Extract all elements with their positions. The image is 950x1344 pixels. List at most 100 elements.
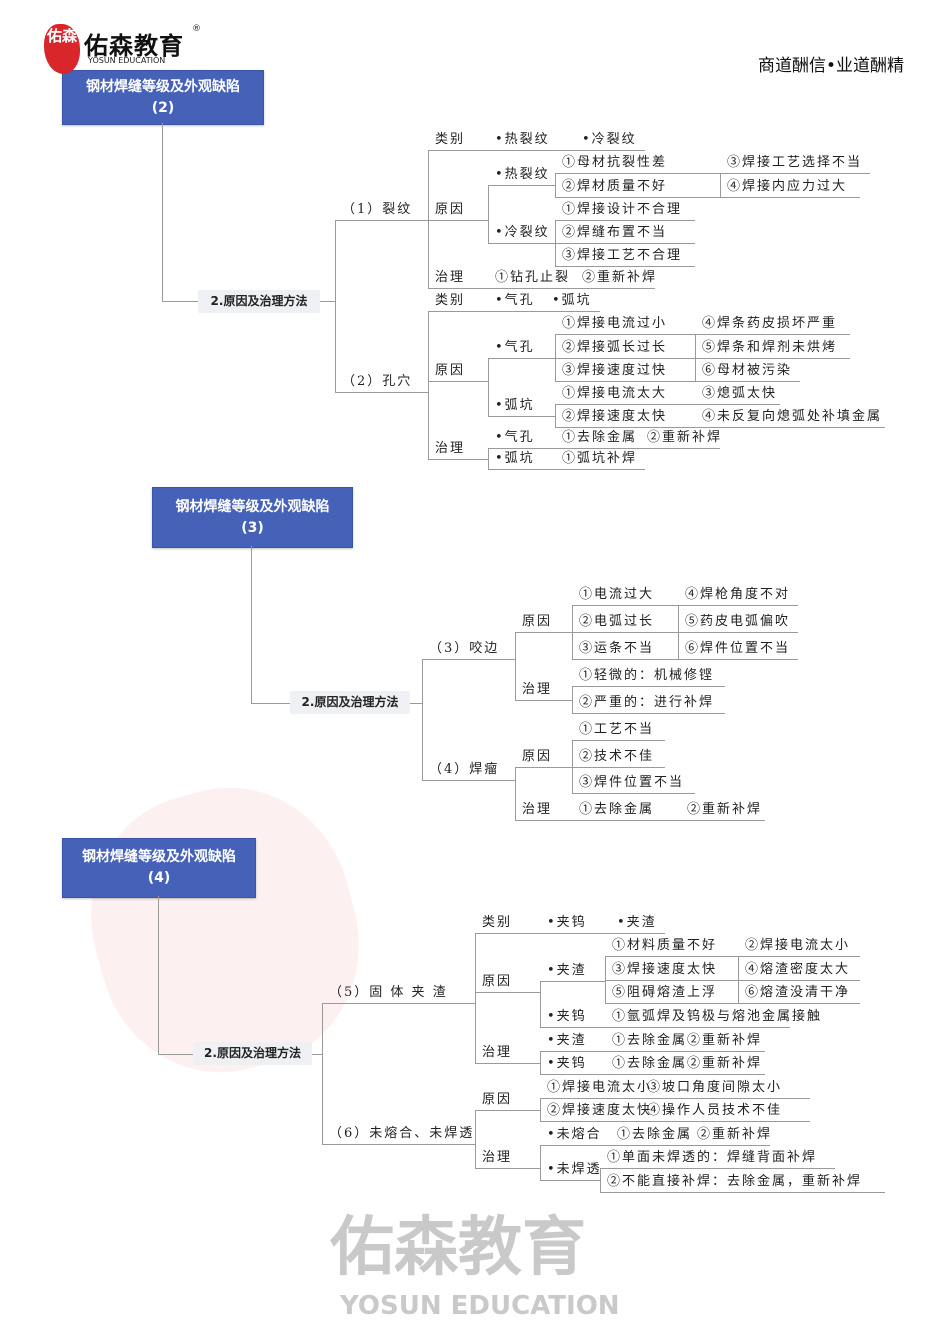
connector-line [475,1110,476,1168]
connector-line [428,311,429,459]
mindmap-node: 治理 [475,1043,540,1064]
mindmap-node: •夹钨 [540,1054,605,1075]
mindmap-node: ①氩弧焊及钨极与熔池金属接触 [605,1007,820,1028]
mindmap-node: ④焊枪角度不对 [678,585,798,606]
mindmap-node: ①去除金属 [605,1031,685,1052]
mindmap-node: 类别 [475,913,540,934]
connector-line [540,1051,541,1074]
mindmap-node: 治理 [515,680,572,701]
connector-line [488,448,489,469]
mindmap-node: •气孔 [488,291,545,312]
connector-line [540,981,541,1027]
mindmap-node: ②焊缝布置不当 [555,223,695,244]
connector-line [162,123,163,301]
mindmap-node: ③焊件位置不当 [572,773,695,794]
mindmap-node: ②技术不佳 [572,747,665,768]
mindmap-node: ①焊接电流太大 [555,384,695,405]
connector-line [515,767,516,820]
connector-line [422,659,423,780]
connector-line [428,150,429,288]
mindmap-node: ③焊接速度过快 [555,361,695,382]
mindmap-node: •热裂纹 [488,165,555,186]
mindmap-node: （2）孔穴 [335,372,428,393]
mindmap-node: ②焊接速度太快 [555,407,695,428]
connector-line [600,1168,601,1192]
connector-line [410,703,422,704]
mindmap-node: 类别 [428,291,488,312]
connector-line [158,1054,193,1055]
mindmap-node: ⑥母材被污染 [695,361,800,382]
mindmap-node: •未焊透 [540,1160,600,1181]
mindmap-node: ③焊接速度太快 [605,960,738,981]
mindmap-node: ①去除金属 [555,428,640,449]
mindmap-node: ②重新补焊 [690,1125,770,1146]
connector-line [738,956,739,1003]
mindmap-node: ③坡口角度间隙太小 [640,1078,810,1099]
mindmap-node: ②焊接弧长过长 [555,338,695,359]
mindmap-node: •热裂纹 [488,130,575,151]
mindmap-node: •气孔 [488,338,555,359]
mindmap-node: 原因 [515,612,572,633]
mindmap-node: •夹渣 [610,913,665,934]
mindmap-node: ④焊条药皮损坏严重 [695,314,850,335]
connector-line [488,358,489,416]
mindmap-node: •未熔合 [540,1125,610,1146]
mindmap-node: •气孔 [488,428,555,449]
title-text: 钢材焊缝等级及外观缺陷 [86,78,240,95]
registered-icon: ® [192,24,201,34]
mindmap-node: ④熔渣密度太大 [738,960,860,981]
mindmap-node: ①钻孔止裂 [488,268,575,289]
mindmap-node: •夹钨 [540,913,610,934]
mindmap-node: •夹渣 [540,961,605,982]
mindmap-node: ③焊接工艺不合理 [555,246,695,267]
connector-line [312,1054,322,1055]
mindmap-node: ①材料质量不好 [605,936,738,957]
connector-line [605,956,606,1003]
mindmap-node: ①焊接电流过小 [555,314,695,335]
title-text: 钢材焊缝等级及外观缺陷 [175,498,330,515]
watermark-sub: YOSUN EDUCATION [340,1291,620,1321]
logo-subtitle: YOSUN EDUCATION [88,56,166,65]
connector-line [540,1098,541,1121]
mindmap-node: ①工艺不当 [572,720,665,741]
mindmap-node: ②焊接电流太小 [738,936,860,957]
mindmap-node: ②严重的：进行补焊 [572,693,725,714]
connector-line [572,686,573,713]
mindmap-node: ⑤焊条和焊剂未烘烤 [695,338,850,359]
mindmap-node: 治理 [428,268,488,289]
connector-line [555,173,556,197]
mindmap-node: ②重新补焊 [680,800,765,821]
mindmap-node: ①焊接电流太小 [540,1078,650,1099]
mindmap-node: ①轻微的：机械修铿 [572,666,725,687]
mindmap-node: ①母材抗裂性差 [555,153,720,174]
connector-line [251,703,290,704]
mindmap-node: ②重新补焊 [680,1031,765,1052]
title-num: (2) [151,99,175,116]
mindmap-node: •弧坑 [488,396,555,417]
mindmap-node: ②焊接速度太快 [540,1101,650,1122]
mindmap-node: ②电弧过长 [572,612,678,633]
mindmap-node: （4）焊瘤 [422,760,515,781]
mindmap-node: ⑥焊件位置不当 [678,639,798,660]
mindmap-node: ④操作人员技术不佳 [640,1101,810,1122]
mindmap-node: ①焊接设计不合理 [555,200,695,221]
slogan: 商道酬信•业道酬精 [757,56,904,76]
mindmap-node: ②不能直接补焊：去除金属，重新补焊 [600,1172,885,1193]
mindmap-node: 原因 [475,972,540,993]
watermark-text: 佑森教育 [330,1211,586,1285]
node-causes-treatment: 2.原因及治理方法 [290,691,410,714]
section-title-3: 钢材焊缝等级及外观缺陷 (3) [152,487,353,548]
connector-line [335,220,336,392]
logo-text: 佑森教育 [84,32,184,60]
mindmap-node: ①去除金属 [572,800,680,821]
mindmap-node: 治理 [428,439,488,460]
mindmap-node: 原因 [475,1090,540,1111]
mindmap-node: 类别 [428,130,488,151]
connector-line [555,334,556,381]
mindmap-node: （6）未熔合、未焊透 [322,1124,475,1145]
logo-mark: 佑森 [44,24,80,74]
connector-line [540,1145,541,1180]
mindmap-node: •冷裂纹 [488,223,555,244]
mindmap-node: （1）裂纹 [335,200,428,221]
mindmap-node: 原因 [428,361,488,382]
